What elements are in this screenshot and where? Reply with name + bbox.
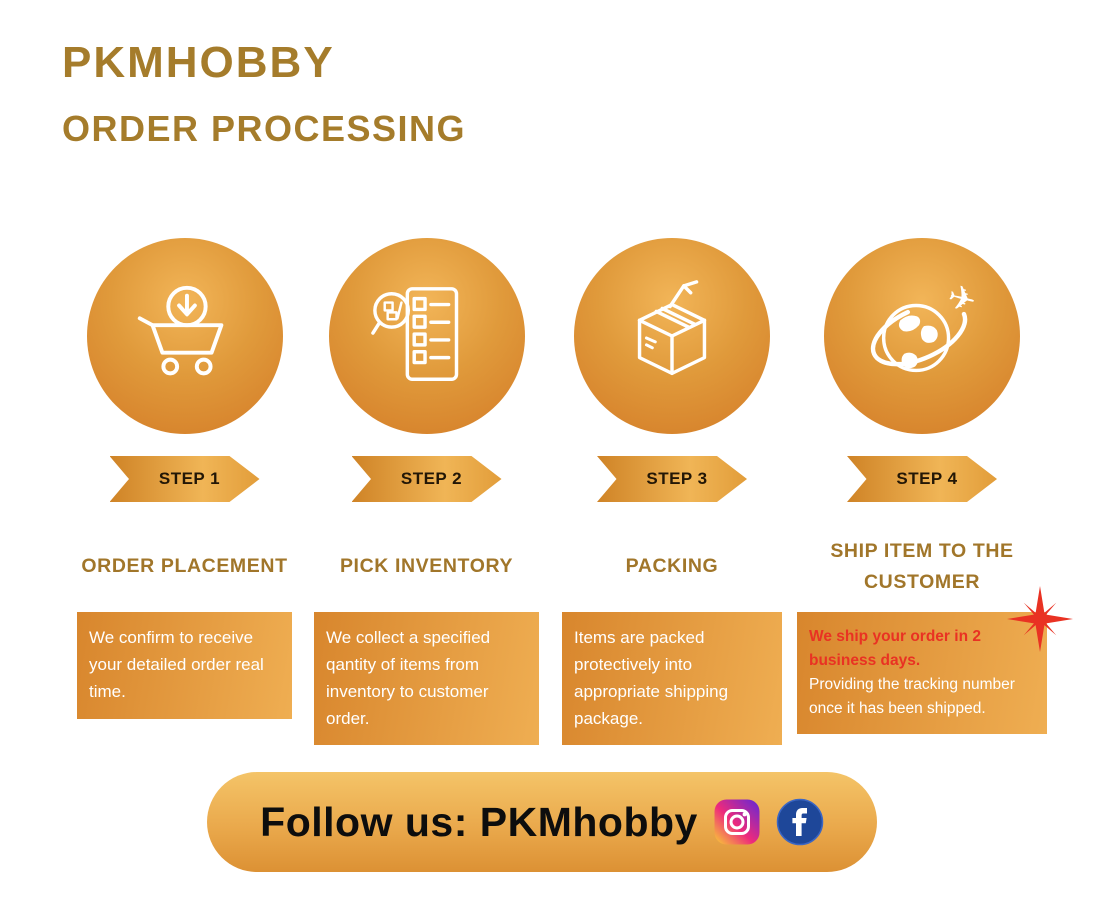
step-4-description-text: Providing the tracking number once it ha… — [809, 676, 1015, 718]
step-4-label: STEP 4 — [896, 469, 958, 488]
step-1-banner: STEP 1 — [109, 456, 260, 502]
step-3-title: PACKING — [625, 555, 719, 578]
step-1-label: STEP 1 — [158, 469, 221, 488]
step-1-title: ORDER PLACEMENT — [81, 555, 288, 578]
step-2-title: PICK INVENTORY — [339, 555, 514, 578]
step-1-description-text: We confirm to receive your detailed orde… — [89, 628, 264, 701]
brand-title: PKMHOBBY — [62, 38, 335, 87]
step-2-column: STEP 2 PICK INVENTORY We collect a speci… — [314, 238, 539, 746]
step-2-description: We collect a specified qantity of items … — [314, 612, 539, 746]
step-1-icon-circle — [86, 238, 283, 434]
step-4-banner: STEP 4 — [847, 456, 997, 502]
step-3-description: Items are packed protectively into appro… — [562, 612, 782, 746]
step-2-icon-circle — [328, 238, 525, 434]
packing-box-icon — [637, 280, 707, 376]
step-3-icon-circle — [574, 238, 770, 434]
step-4-icon-circle: ✈ — [824, 238, 1020, 434]
instagram-icon[interactable] — [713, 798, 761, 846]
step-3-description-text: Items are packed protectively into appro… — [574, 628, 729, 728]
step-1-column: STEP 1 ORDER PLACEMENT We confirm to rec… — [77, 238, 292, 719]
step-3-column: STEP 3 PACKING Items are packed protecti… — [562, 238, 782, 746]
step-4-description-highlight: We ship your order in 2 business days. — [809, 628, 981, 670]
follow-text: Follow us: PKMhobby — [260, 798, 698, 845]
step-4-title: SHIP ITEM TO THE CUSTOMER — [830, 539, 1014, 593]
step-3-label: STEP 3 — [646, 469, 708, 488]
cart-download-icon — [137, 285, 223, 376]
page-title: ORDER PROCESSING — [62, 108, 467, 149]
facebook-icon[interactable] — [776, 798, 824, 846]
pick-inventory-icon — [370, 287, 458, 381]
step-1-description: We confirm to receive your detailed orde… — [77, 612, 292, 719]
step-2-label: STEP 2 — [400, 469, 463, 488]
svg-text:✈: ✈ — [944, 277, 981, 321]
step-4-column: ✈ STEP 4 SHIP ITEM TO THE CUSTOMER We sh… — [797, 238, 1073, 735]
step-3-banner: STEP 3 — [597, 456, 747, 502]
follow-banner: Follow us: PKMhobby — [207, 772, 877, 872]
step-2-banner: STEP 2 — [351, 456, 502, 502]
globe-plane-icon: ✈ — [870, 277, 981, 373]
step-4-description: We ship your order in 2 business days. P… — [797, 586, 1073, 735]
step-2-description-text: We collect a specified qantity of items … — [326, 628, 491, 728]
